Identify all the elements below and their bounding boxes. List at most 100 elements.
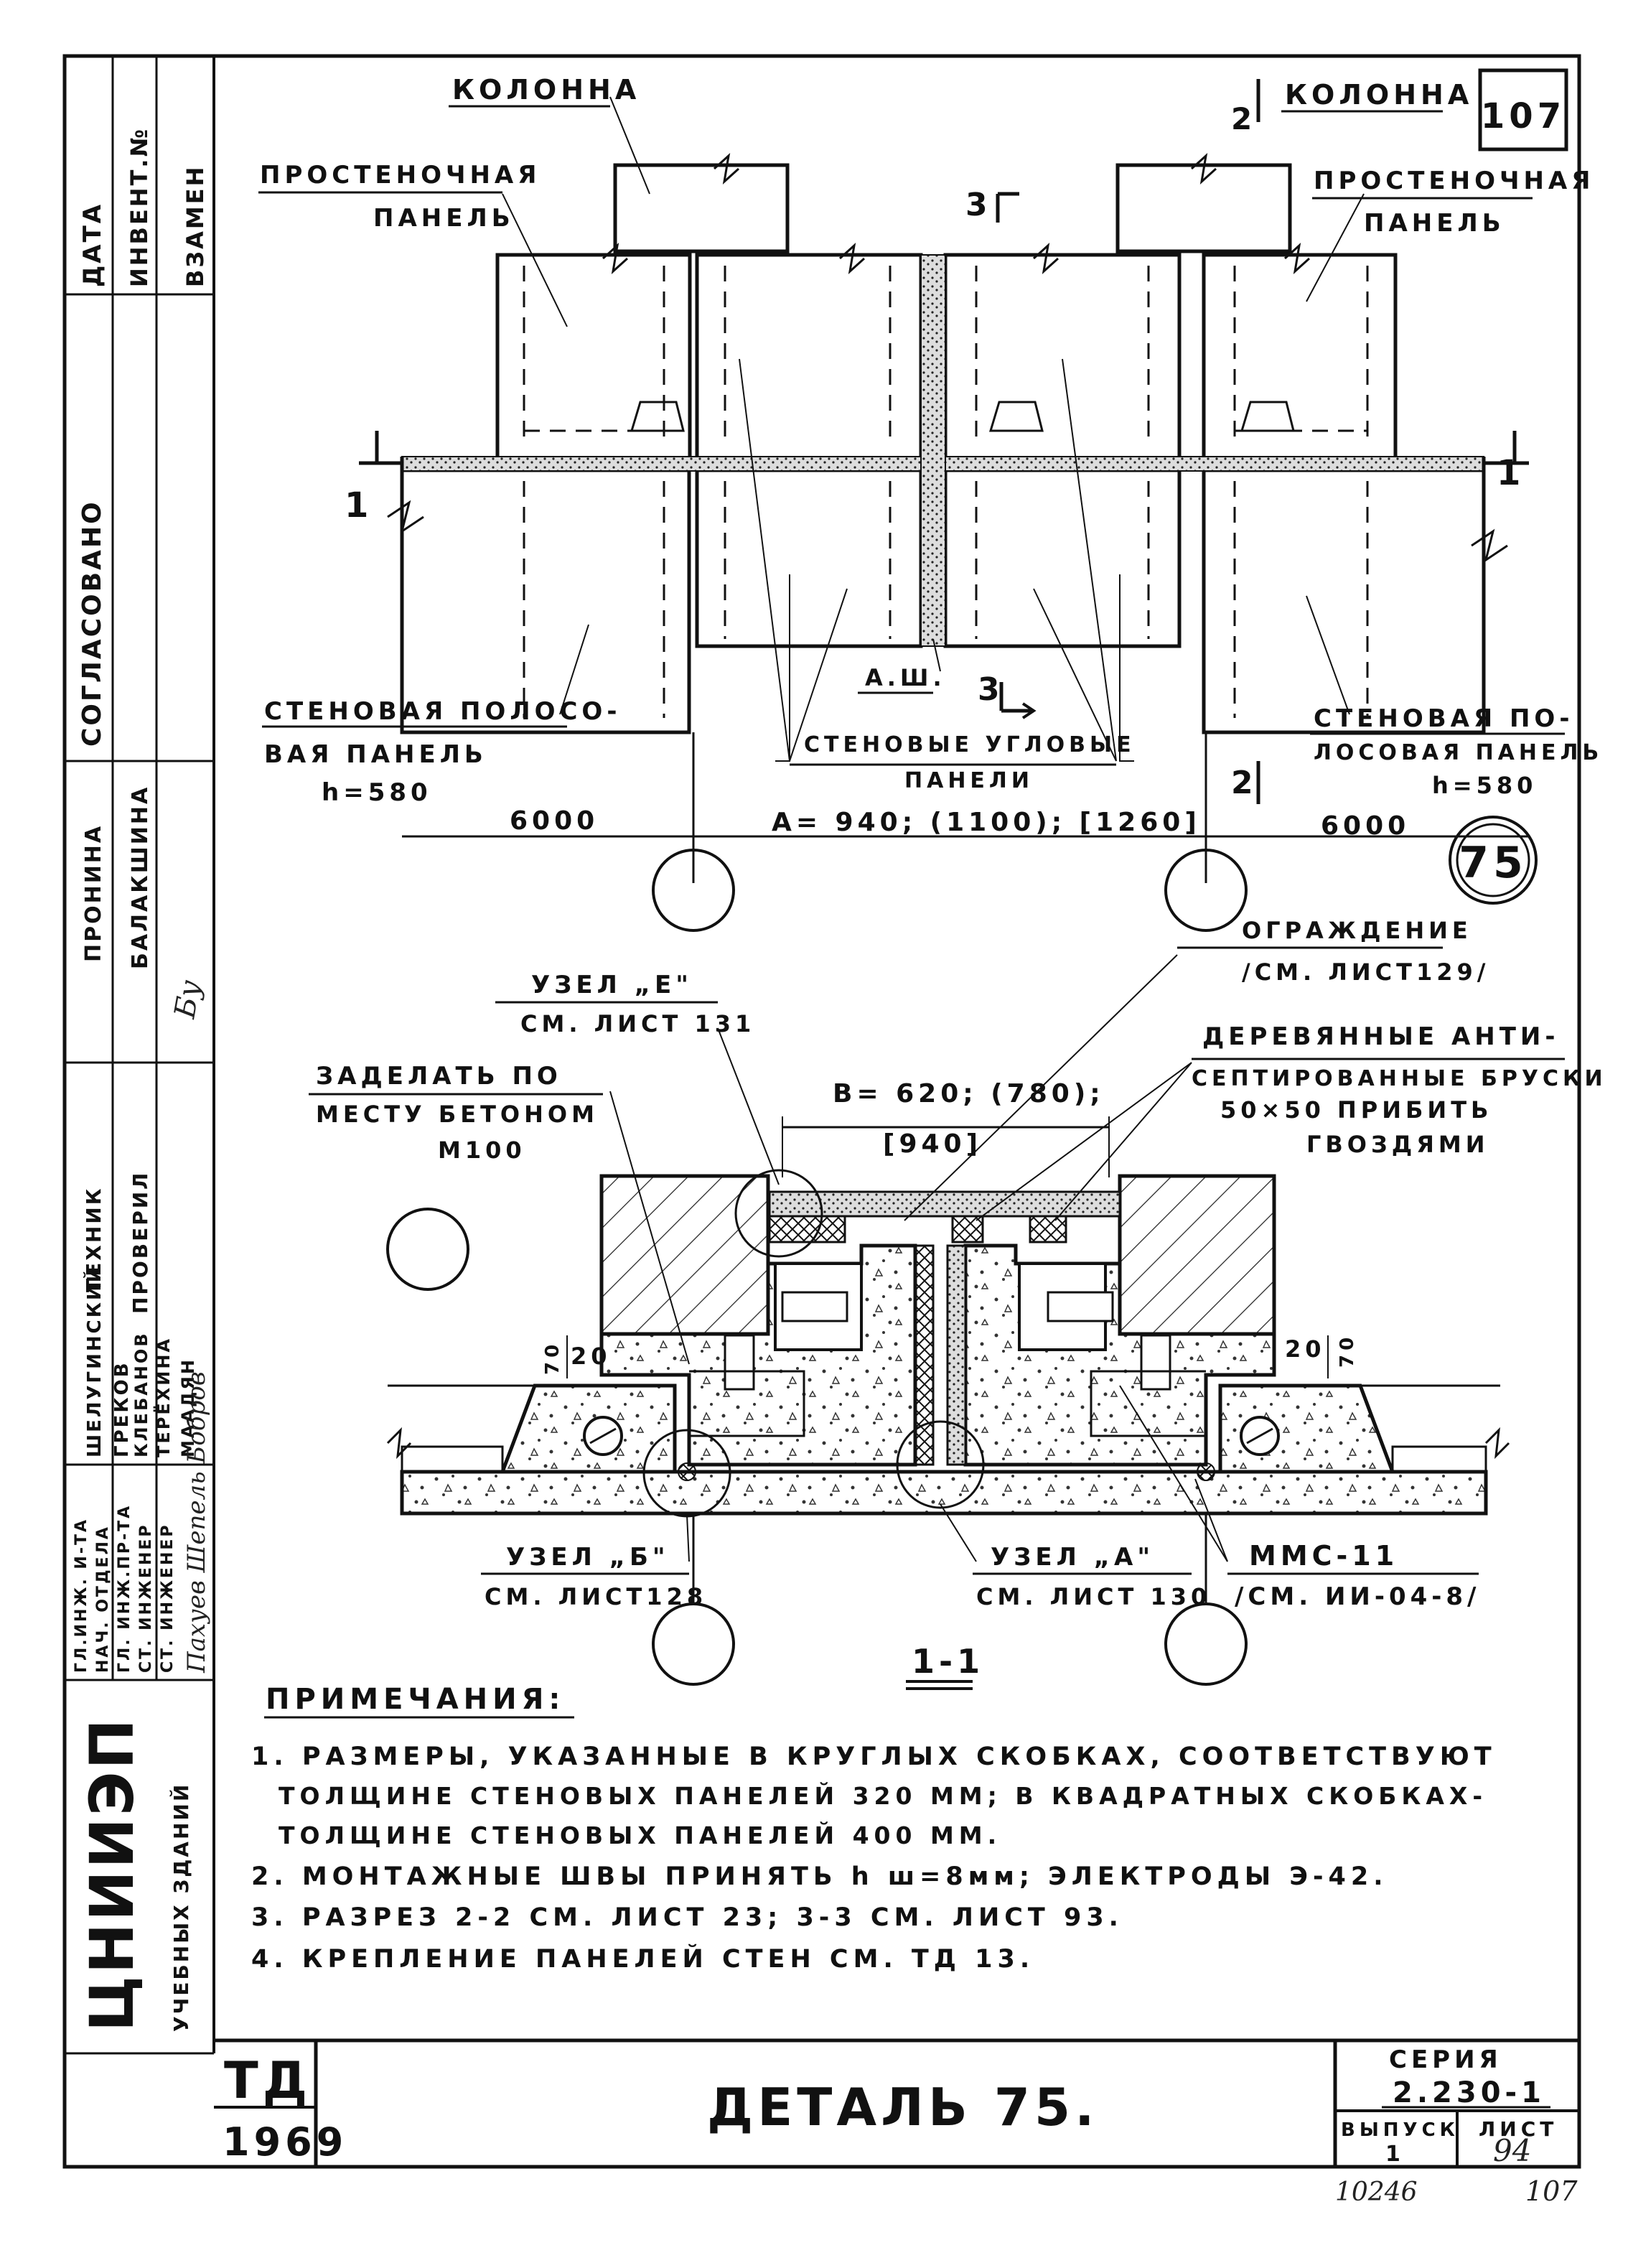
note-1-line-a: 1. РАЗМЕРЫ, УКАЗАННЫЕ В КРУГЛЫХ СКОБКАХ,… [251, 1742, 1497, 1771]
note-4: 4. КРЕПЛЕНИЕ ПАНЕЛЕЙ СТЕН СМ. ТД 13. [251, 1943, 1034, 1974]
title-block-text: ТД 1969 ДЕТАЛЬ 75. СЕРИЯ 2.230-1 ВЫПУСК … [223, 2045, 1578, 2207]
sidebar-grekov: ГРЕКОВ [111, 1361, 133, 1457]
bottom-number-right: 107 [1525, 2175, 1578, 2207]
label-cut-1-right: 1 [1497, 453, 1525, 493]
panel-block-right [1118, 1174, 1276, 1336]
dim-right-6000: 6000 [1321, 811, 1410, 841]
sidebar-maadyan: МААДЯН [178, 1358, 198, 1457]
label-ograzhdenie-2: /СМ. ЛИСТ129/ [1242, 958, 1489, 986]
sidebar-proveril: ПРОВЕРИЛ [128, 1171, 152, 1314]
label-pier-panel-left-1: ПРОСТЕНОЧНАЯ [260, 161, 541, 190]
label-bruski-2: СЕПТИРОВАННЫЕ БРУСКИ [1192, 1066, 1607, 1091]
label-wall-strip-right-2: ЛОСОВАЯ ПАНЕЛЬ [1314, 740, 1603, 765]
plan-labels: КОЛОННА КОЛОННА 2 ПРОСТЕНОЧНАЯ ПАНЕЛЬ ПР… [258, 74, 1603, 888]
dim-b-line-2: [940] [883, 1129, 982, 1159]
column-right [1115, 163, 1292, 253]
list-label: ЛИСТ [1479, 2117, 1558, 2141]
note-3: 3. РАЗРЕЗ 2-2 СМ. ЛИСТ 23; 3-3 СМ. ЛИСТ … [251, 1903, 1123, 1932]
sidebar-tehnik: ТЕХНИК [82, 1186, 106, 1292]
title-year: 1969 [223, 2119, 347, 2165]
label-uzel-e-2: СМ. ЛИСТ 131 [520, 1010, 755, 1037]
dim-center-a: A= 940; (1100); [1260] [772, 808, 1201, 837]
label-zadelat-1: ЗАДЕЛАТЬ ПО [316, 1062, 562, 1091]
org-subtitle: УЧЕБНЫХ ЗДАНИЙ [169, 1783, 193, 2032]
section-labels: УЗЕЛ „Е" СМ. ЛИСТ 131 ЗАДЕЛАТЬ ПО МЕСТУ … [309, 917, 1607, 1690]
label-uzel-e-1: УЗЕЛ „Е" [531, 971, 693, 999]
sidebar-klebanov: КЛЕБАНОВ [131, 1331, 151, 1457]
list-value: 94 [1493, 2133, 1531, 2168]
column-left [613, 163, 790, 253]
dim-left-6000: 6000 [510, 806, 599, 836]
sidebar-role-3: ГЛ. ИНЖ.ПР-ТА [116, 1504, 134, 1673]
dim-70-right: 70 [1337, 1333, 1358, 1368]
label-mms-1: ММС-11 [1249, 1540, 1398, 1572]
axis-bubble-right [1164, 849, 1248, 932]
label-wall-strip-left-1: СТЕНОВАЯ ПОЛОСО- [264, 697, 621, 726]
label-kolonna-right: КОЛОННА [1285, 79, 1473, 111]
sheet-frame [62, 54, 1581, 2169]
sidebar-balakshina: БАЛАКШИНА [128, 785, 153, 969]
dim-20-left: 20 [571, 1343, 612, 1370]
label-bruski-3: 50×50 ПРИБИТЬ [1220, 1096, 1492, 1124]
label-zadelat-2: МЕСТУ БЕТОНОМ [316, 1101, 599, 1128]
label-pier-panel-left-2: ПАНЕЛЬ [373, 204, 515, 233]
label-ograzhdenie-1: ОГРАЖДЕНИЕ [1242, 917, 1472, 944]
sidebar-role-4: СТ. ИНЖЕНЕР [137, 1523, 155, 1673]
label-wall-strip-right-1: СТЕНОВАЯ ПО- [1314, 704, 1573, 733]
label-wall-strip-right-h: h=580 [1432, 772, 1537, 799]
note-1-line-c: ТОЛЩИНЕ СТЕНОВЫХ ПАНЕЛЕЙ 400 ММ. [279, 1821, 1001, 1849]
title-main: ДЕТАЛЬ 75. [707, 2077, 1098, 2137]
sidebar-data: ДАТА [78, 202, 107, 287]
approval-sidebar [65, 293, 214, 2055]
seriya-value: 2.230-1 [1393, 2076, 1545, 2109]
note-2: 2. МОНТАЖНЫЕ ШВЫ ПРИНЯТЬ h ш=8мм; ЭЛЕКТР… [251, 1862, 1388, 1891]
dim-b-line-1: B= 620; (780); [833, 1079, 1105, 1109]
label-bruski-1: ДЕРЕВЯННЫЕ АНТИ- [1202, 1022, 1559, 1051]
sheet-number: 107 [1481, 96, 1566, 136]
label-uzel-a-1: УЗЕЛ „А" [991, 1543, 1154, 1572]
panel-block-left [599, 1174, 770, 1336]
label-cut-2-bottom: 2 [1231, 765, 1258, 801]
sidebar-role-2: НАЧ. ОТДЕЛА [94, 1525, 112, 1673]
sidebar-shelugin: ШЕЛУГИНСКИЙ [83, 1265, 106, 1457]
note-1-line-b: ТОЛЩИНЕ СТЕНОВЫХ ПАНЕЛЕЙ 320 ММ; В КВАДР… [279, 1781, 1487, 1810]
title-block [214, 2038, 1579, 2167]
approval-sidebar-text: ДАТА ИНВЕНТ.№ ВЗАМЕН СОГЛАСОВАНО ПРОНИНА… [72, 127, 211, 2032]
detail-badge-number: 75 [1459, 838, 1528, 888]
plan-view [359, 79, 1538, 932]
signatures-column: Пахуев Шепель Бобров [182, 1371, 211, 1674]
sidebar-role-1: ГЛ.ИНЖ. И-ТА [72, 1518, 90, 1673]
dim-70-left: 70 [542, 1340, 563, 1375]
label-cut-3-top: 3 [965, 187, 992, 223]
sidebar-pronina: ПРОНИНА [81, 824, 106, 962]
dim-20-right: 20 [1285, 1335, 1326, 1363]
label-cut-3-bottom: 3 [978, 671, 1004, 708]
label-wall-strip-left-h: h=580 [322, 778, 432, 807]
label-uzel-b-1: УЗЕЛ „Б" [506, 1543, 670, 1572]
sidebar-vzamen: ВЗАМЕН [182, 165, 209, 287]
sidebar-soglasovano: СОГЛАСОВАНО [78, 500, 107, 747]
label-cut-2-top: 2 [1231, 101, 1256, 136]
vypusk-value: 1 [1385, 2142, 1405, 2167]
sidebar-invent: ИНВЕНТ.№ [126, 127, 153, 287]
label-cut-1-left: 1 [345, 485, 373, 526]
label-zadelat-3: М100 [438, 1137, 526, 1164]
section-view [386, 954, 1510, 1686]
title-td: ТД [224, 2051, 312, 2110]
label-wall-corner-2: ПАНЕЛИ [904, 768, 1034, 793]
notes-block: ПРИМЕЧАНИЯ: 1. РАЗМЕРЫ, УКАЗАННЫЕ В КРУГ… [251, 1683, 1497, 1974]
label-kolonna-left: КОЛОННА [452, 74, 640, 106]
vypusk-label: ВЫПУСК [1341, 2119, 1459, 2141]
section-title: 1-1 [912, 1642, 984, 1681]
org-name: ЦНИИЭП [77, 1717, 147, 2032]
axis-bubble-left [652, 849, 735, 932]
label-mms-2: /СМ. ИИ-04-8/ [1235, 1582, 1480, 1611]
signature-pronina: Бу [168, 977, 207, 1022]
label-uzel-a-2: СМ. ЛИСТ 130 [976, 1583, 1211, 1610]
label-wall-corner-1: СТЕНОВЫЕ УГЛОВЫЕ [804, 732, 1136, 757]
label-uzel-b-2: СМ. ЛИСТ128 [485, 1583, 707, 1610]
sheet-number-box: 107 [1478, 68, 1568, 151]
seriya-label: СЕРИЯ [1389, 2045, 1502, 2074]
label-ash: А.Ш. [865, 664, 946, 691]
